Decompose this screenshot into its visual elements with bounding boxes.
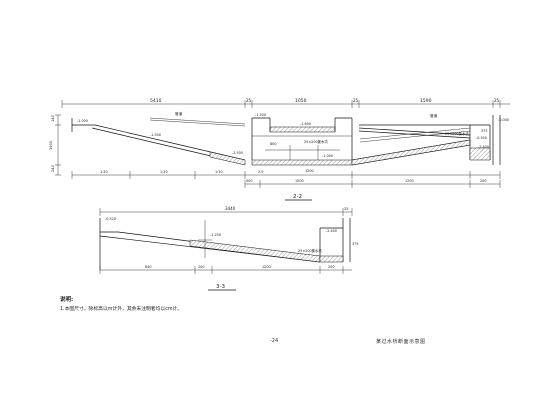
drawing-title: 某过水桥断面示意图 [376,339,426,345]
section-3-profile [99,218,351,270]
level-mark: -0.500 [476,136,487,140]
notes-block: 说明: 1.本图尺寸，除标高以m计外，其余未注明者均以cm计。 [60,296,182,314]
section-2-annotations: 管道 管道 -1.000 -1.500 -1.500 -1.800 -2.500… [77,111,509,173]
section-3-3: 3440 25 -0.520 -1.250 -2.400 25×200集水坑 3… [99,206,358,291]
dim-label: 1:30 [160,170,168,174]
notes-heading: 说明: [60,297,74,303]
pipe-label: 管道 [430,113,438,118]
section-2-label: 2-2 [293,194,302,200]
dim-label: 2.5 [258,170,263,174]
dim-label: 1:30 [100,170,108,174]
level-mark: -0.520 [105,217,116,221]
level-mark: -2.500 [232,151,243,155]
level-mark: -1.250 [210,233,221,237]
page-number: -24 [270,338,279,344]
section-2-2: 5410 25 1050 25 1590 25 140 1900 240 [49,98,510,201]
section-2-bottom-dimension: 1:30 1:30 1:30 2.5 500 1000 1200 200 [71,170,501,188]
callout: 25×200集水坑 [445,131,469,136]
dim-label: 1200 [262,265,271,269]
dim-label: 1590 [420,98,432,104]
section-2-profile [71,115,501,166]
section-3-annotations: -0.520 -1.250 -2.400 25×200集水坑 375 [105,217,358,253]
section-2-top-dimension: 5410 25 1050 25 1590 25 [61,98,510,108]
dim-label: 840 [145,265,151,269]
dim-label: 200 [480,179,486,183]
dim-label: 140 [51,114,55,122]
dim-label: 1200 [305,169,314,173]
dim-label: 500 [246,179,252,183]
dim-label: 800 [270,142,276,146]
dim-label: 5410 [150,98,162,104]
level-mark: -2.400 [478,145,489,149]
dim-label: 200 [198,265,204,269]
dim-label: 200 [328,265,334,269]
dim-label: 1000 [295,179,304,183]
level-mark: -1.800 [300,122,311,126]
dim-label: 25 [494,98,500,103]
dim-label: 3440 [225,206,236,211]
section-2-left-dimension: 140 1900 240 [49,114,61,176]
dim-label: 375 [481,129,487,133]
level-mark: -0.000 [498,118,509,122]
dim-label: 1200 [405,179,414,183]
section-3-bottom-dimension: 840 200 1200 200 [99,265,352,274]
section-3-label: 3-3 [216,284,225,290]
dim-label: 25 [246,98,252,103]
callout: 25×200集水坑 [304,139,328,144]
level-mark: -1.500 [255,113,266,117]
level-mark: -1.500 [150,133,161,137]
level-mark: -2.400 [326,229,337,233]
dim-label: 25 [344,207,349,211]
dim-label: 1050 [295,98,307,104]
pipe-label: 管道 [175,111,183,116]
notes-line: 1.本图尺寸，除标高以m计外，其余未注明者均以cm计。 [60,307,183,312]
dim-label: 25 [353,98,359,103]
section-3-top-dimension: 3440 25 [99,206,353,216]
callout: 25×200集水坑 [298,248,322,253]
dim-label: 1:30 [215,170,223,174]
level-mark: -1.000 [322,154,333,158]
level-mark: -1.000 [77,119,88,123]
dim-label: 1900 [49,140,53,150]
dim-label: 375 [352,242,358,246]
dim-label: 240 [51,164,55,172]
